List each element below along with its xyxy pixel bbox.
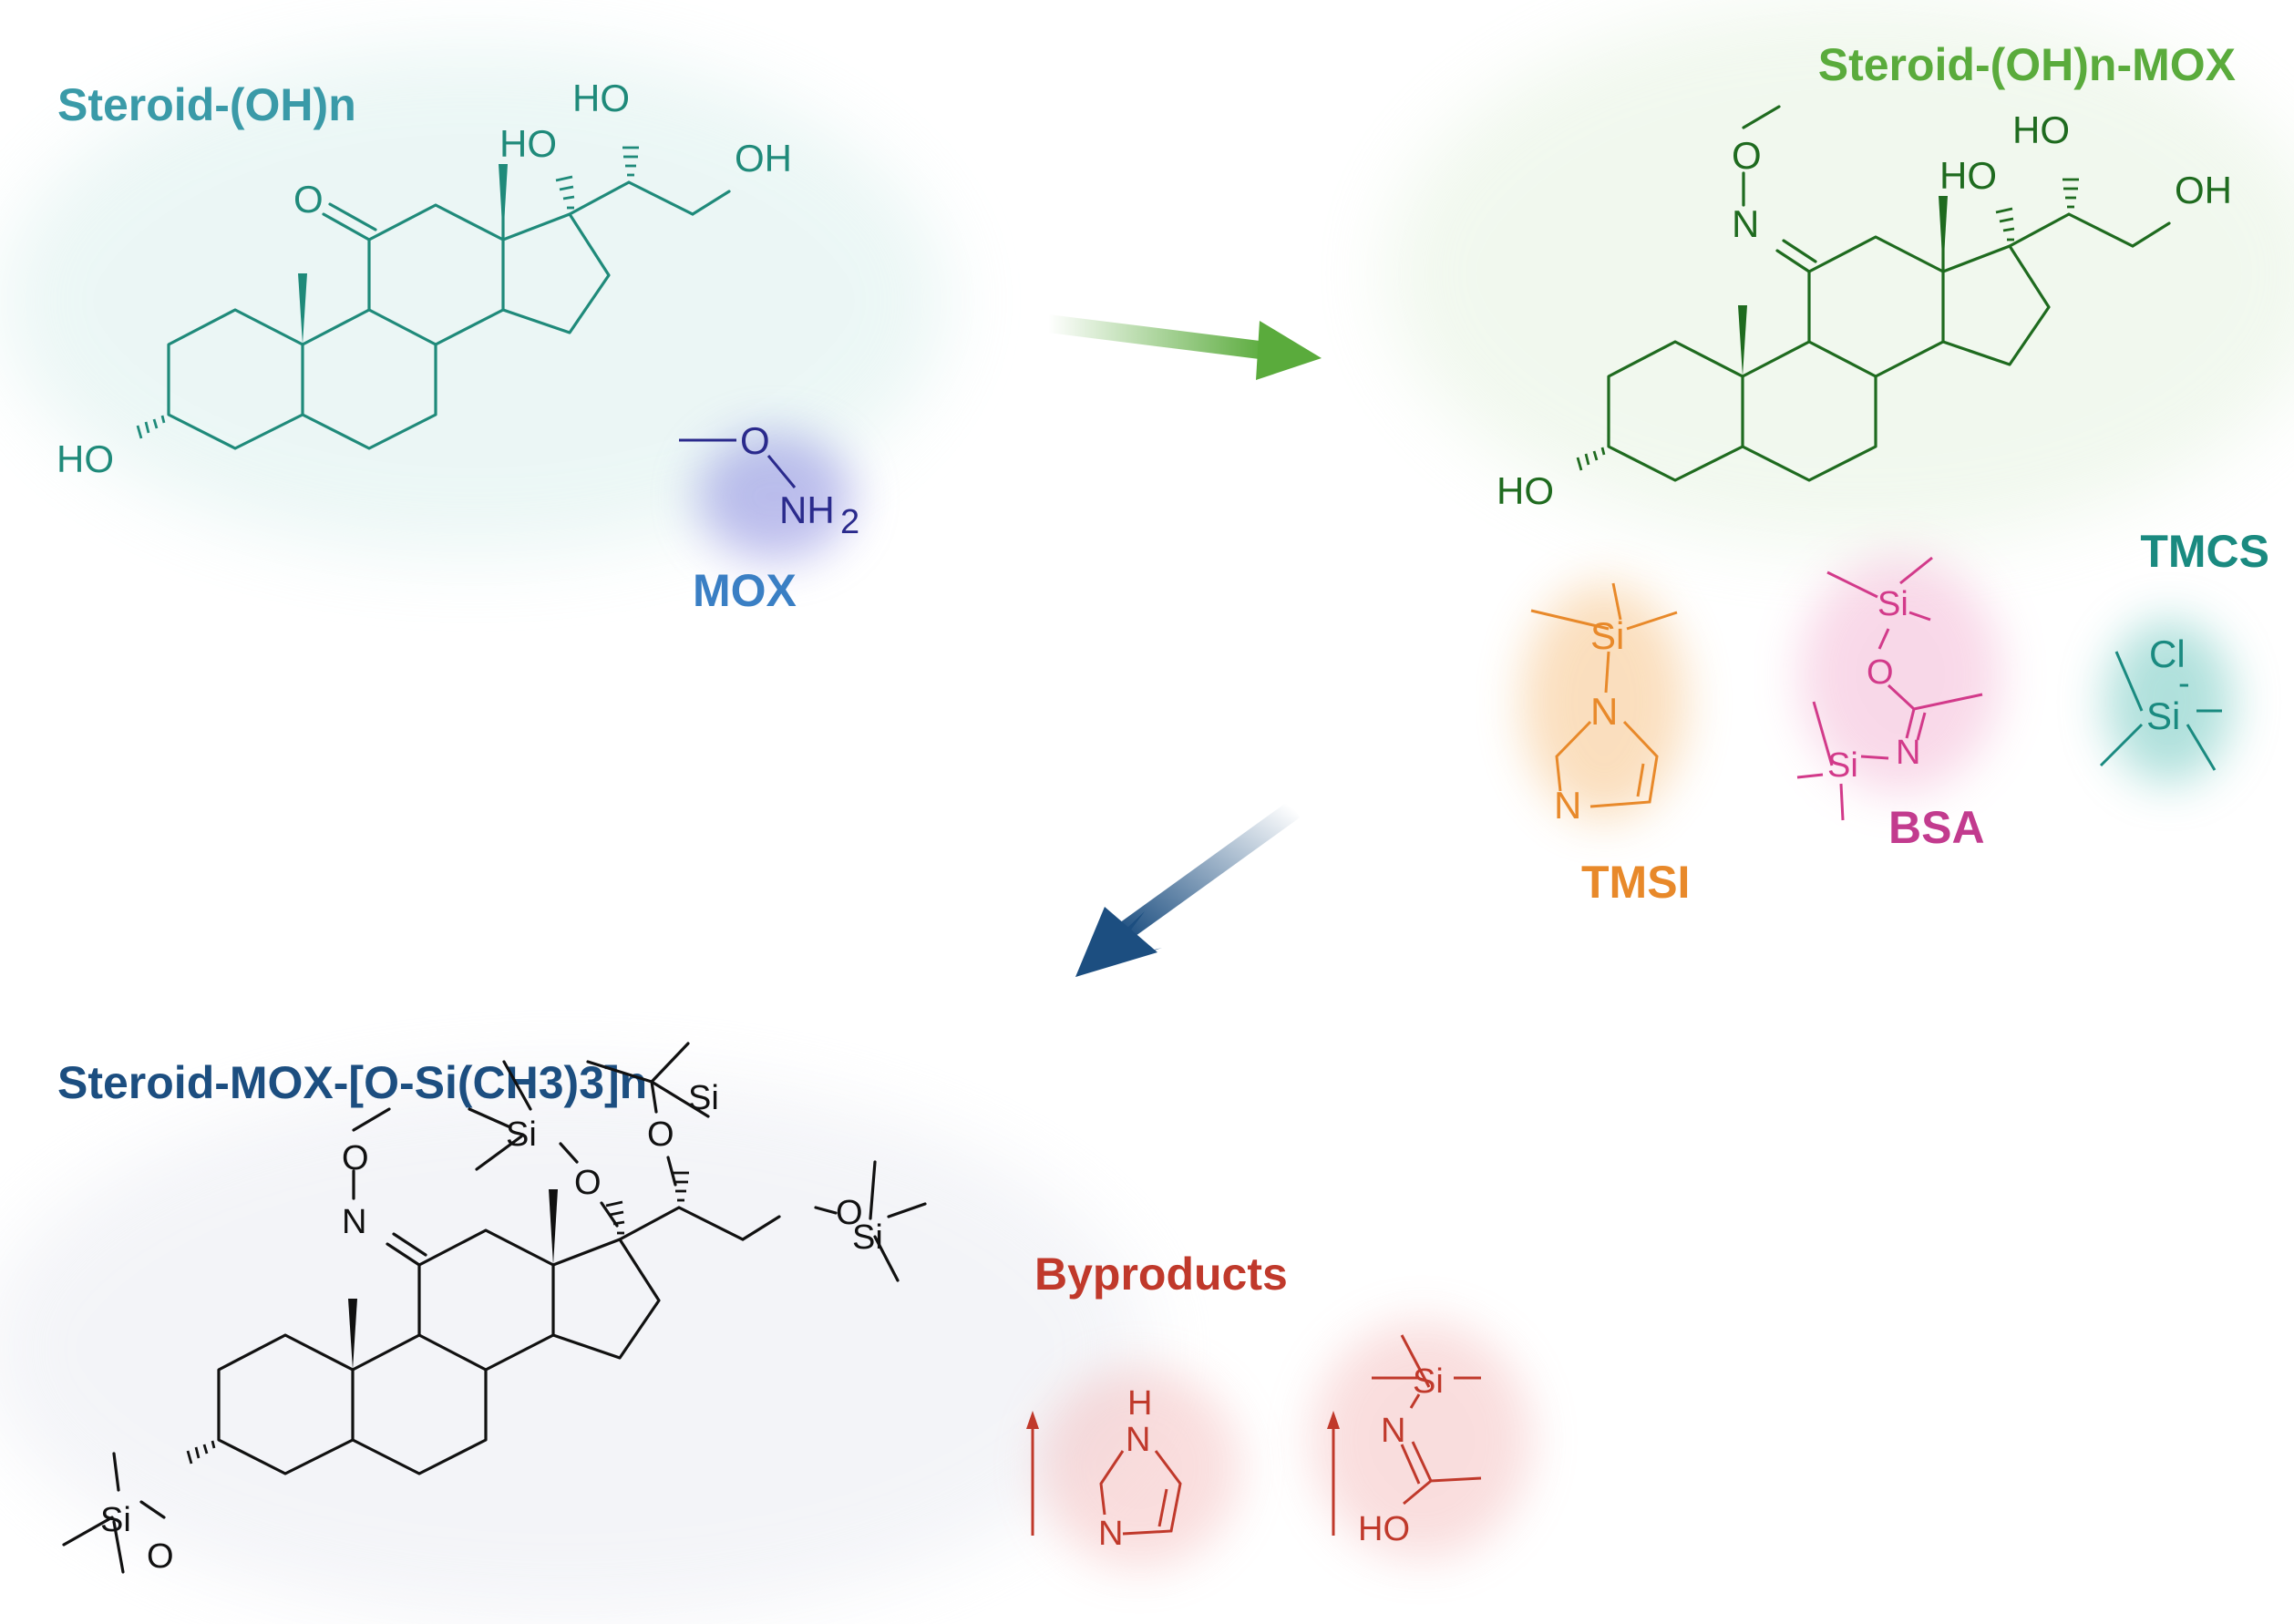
- atom-n: N: [1732, 202, 1759, 245]
- atom-n: N: [1896, 734, 1920, 772]
- atom-n: N: [1126, 1421, 1150, 1459]
- atom-si: Si: [852, 1218, 883, 1257]
- atom-o: O: [574, 1164, 602, 1202]
- glow-mox: [697, 433, 852, 560]
- arrow-blue: [1075, 801, 1301, 977]
- title-tmsi: TMSI: [1581, 857, 1690, 908]
- glow-imidazole: [1039, 1367, 1240, 1567]
- title-mox: MOX: [693, 565, 797, 616]
- atom-o: O: [1732, 134, 1762, 177]
- atom-o: O: [740, 419, 770, 462]
- molecule-bsa: Si O N Si: [1796, 556, 1983, 821]
- atom-n: N: [1098, 1515, 1123, 1553]
- atom-ho: HO: [1497, 469, 1554, 512]
- glow-steroid-mox: [1385, 0, 2294, 547]
- glow-tmsi: [1522, 583, 1686, 820]
- molecule-tmsi: Si N N: [1530, 582, 1678, 827]
- atom-oh: OH: [2175, 169, 2232, 211]
- atom-sub2: 2: [840, 503, 859, 541]
- atom-ho: HO: [499, 122, 557, 165]
- atom-si: Si: [2146, 694, 2180, 737]
- glow-steroid-oh: [0, 46, 948, 556]
- atom-o: O: [147, 1537, 174, 1576]
- atom-o: O: [647, 1115, 674, 1154]
- molecule-steroid-mox: N O HO HO OH HO: [1497, 105, 2232, 512]
- byproduct-imidazole: H N N: [1026, 1384, 1182, 1553]
- glow-bsa: [1800, 556, 2001, 793]
- molecule-tmcs: Cl Si -: [2099, 632, 2222, 771]
- atom-minus: -: [2178, 664, 2190, 703]
- title-steroid-tms: Steroid-MOX-[O-Si(CH3)3]n: [57, 1057, 647, 1108]
- title-steroid-oh: Steroid-(OH)n: [57, 79, 356, 130]
- atom-n: N: [1381, 1412, 1405, 1450]
- atom-si: Si: [1413, 1362, 1444, 1401]
- molecule-mox: O NH 2: [679, 419, 859, 541]
- title-bsa: BSA: [1888, 802, 1985, 853]
- atom-ho: HO: [2012, 108, 2070, 151]
- arrow-green: [1046, 314, 1322, 380]
- title-tmcs: TMCS: [2140, 526, 2269, 577]
- glow-acetamide: [1312, 1321, 1531, 1558]
- atom-si: Si: [1590, 614, 1624, 657]
- atom-si: Si: [506, 1115, 537, 1154]
- glow-steroid-tms: [0, 1075, 1148, 1622]
- atom-si: Si: [1877, 585, 1908, 623]
- atom-n: N: [1590, 690, 1618, 733]
- title-byproducts: Byproducts: [1034, 1249, 1288, 1300]
- atom-o: O: [836, 1194, 863, 1232]
- molecule-steroid-oh: O HO HO OH HO: [57, 77, 792, 480]
- byproduct-tms-acetamide: Si N HO: [1327, 1334, 1482, 1548]
- atom-ho: HO: [1358, 1510, 1410, 1548]
- title-steroid-mox: Steroid-(OH)n-MOX: [1818, 39, 2236, 90]
- atom-cl: Cl: [2149, 632, 2186, 675]
- atom-n: N: [342, 1203, 366, 1241]
- atom-nh: NH: [779, 488, 835, 531]
- molecule-steroid-tms: N O O Si O Si O Si O Si: [62, 1042, 927, 1576]
- atom-si: Si: [688, 1079, 719, 1117]
- atom-n: N: [1554, 784, 1581, 827]
- atom-o: O: [1867, 653, 1894, 692]
- atom-ho: HO: [1939, 154, 1997, 197]
- atom-ho: HO: [57, 437, 114, 480]
- atom-si: Si: [1827, 746, 1858, 785]
- atom-si: Si: [100, 1501, 131, 1539]
- atom-h: H: [1127, 1384, 1152, 1423]
- atom-oh: OH: [735, 137, 792, 180]
- atom-o: O: [293, 178, 324, 221]
- atom-o: O: [342, 1139, 369, 1177]
- atom-ho: HO: [572, 77, 630, 119]
- glow-tmcs: [2105, 620, 2233, 784]
